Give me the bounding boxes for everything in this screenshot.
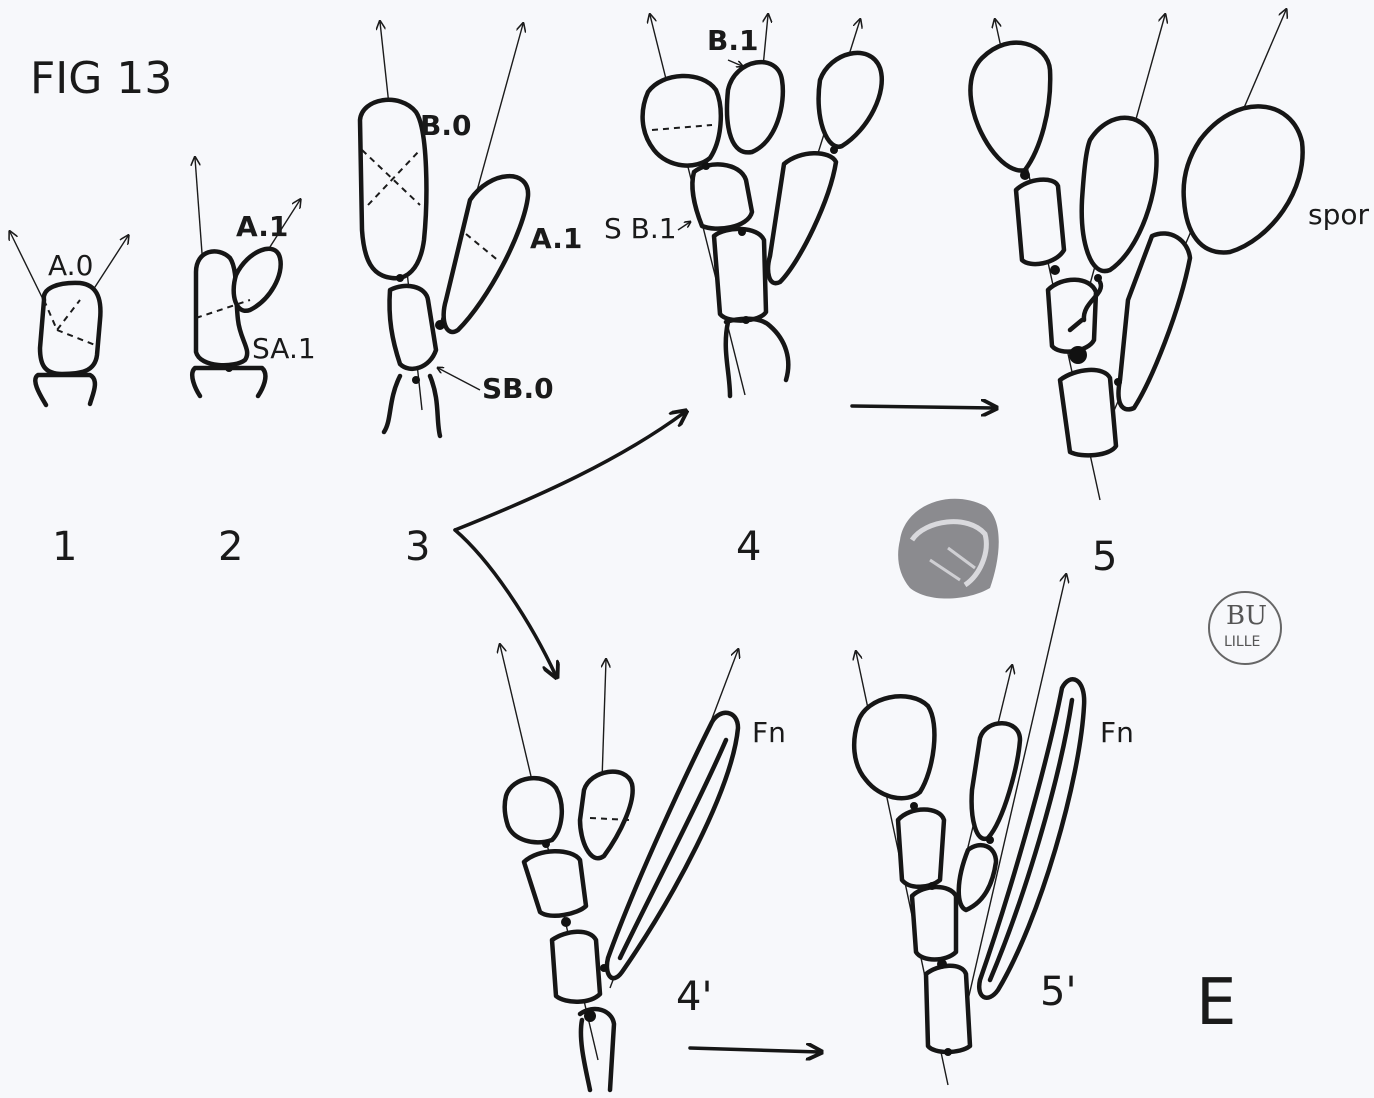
label-fn-5prime: Fn (1100, 716, 1134, 749)
label-a1-stage2: A.1 (236, 210, 288, 243)
stage-label-1: 1 (52, 524, 77, 570)
label-b0: B.0 (420, 109, 471, 142)
svg-text:BU: BU (1226, 601, 1267, 631)
stage-label-3: 3 (405, 524, 430, 570)
stage-label-5: 5 (1092, 534, 1117, 580)
stage-label-4: 4 (736, 524, 761, 570)
label-spor: spor (1308, 198, 1369, 231)
stage-4-drawing (643, 15, 882, 396)
stage-label-5prime: 5' (1040, 969, 1076, 1015)
label-sb0: SB.0 (482, 372, 554, 405)
bu-lille-stamp: BU LILLE (1209, 592, 1281, 664)
label-a0: A.0 (48, 249, 93, 282)
stage-label-2: 2 (218, 524, 243, 570)
label-a1-stage3: A.1 (530, 222, 582, 255)
ink-blot-seal (898, 499, 999, 599)
label-sa1: SA.1 (252, 332, 316, 365)
label-fn-4prime: Fn (752, 716, 786, 749)
panel-label-e: E (1196, 966, 1236, 1040)
figure-title: FIG 13 (30, 53, 172, 104)
svg-text:LILLE: LILLE (1224, 634, 1260, 650)
stage-5-drawing (970, 10, 1302, 500)
label-sb1: S B.1 (604, 212, 677, 245)
stage-label-4prime: 4' (676, 974, 712, 1020)
label-b1: B.1 (707, 24, 758, 57)
stage-4prime-drawing (500, 645, 738, 1090)
